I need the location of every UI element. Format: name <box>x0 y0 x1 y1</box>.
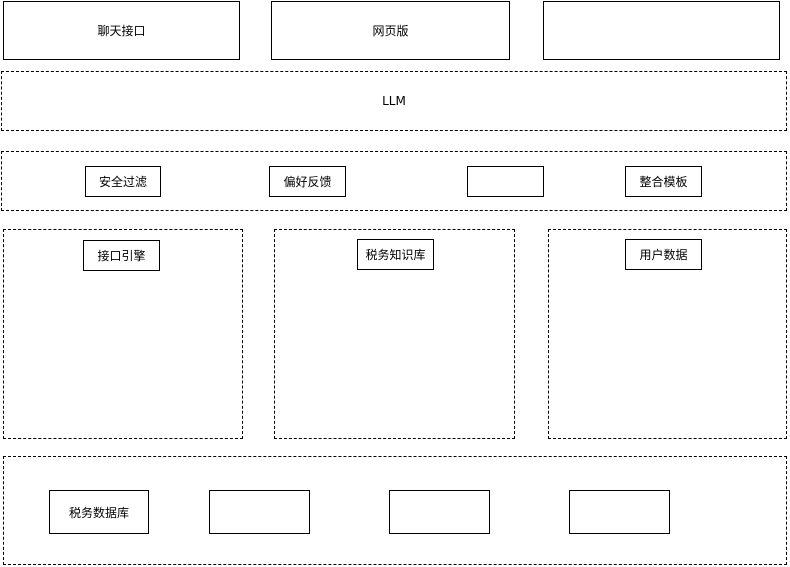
preference-feedback-box: 偏好反馈 <box>269 166 346 197</box>
user-data-region <box>548 229 787 439</box>
user-data-label: 用户数据 <box>639 248 688 262</box>
data-blank-box-1 <box>209 490 310 534</box>
integration-template-label: 整合模板 <box>639 175 688 189</box>
tax-knowledge-region <box>274 229 515 439</box>
processing-blank-box <box>467 166 544 197</box>
interface-engine-box: 接口引擎 <box>83 240 160 271</box>
chat-interface-label: 聊天接口 <box>97 24 146 38</box>
tax-knowledge-base-box: 税务知识库 <box>357 239 434 270</box>
llm-layer <box>1 71 787 131</box>
tax-database-label: 税务数据库 <box>68 505 129 520</box>
processing-layer <box>1 151 787 211</box>
tax-database-box: 税务数据库 <box>49 490 149 534</box>
llm-label: LLM <box>382 94 406 108</box>
top-blank-box <box>543 1 780 60</box>
chat-interface-box: 聊天接口 <box>3 1 240 60</box>
preference-feedback-label: 偏好反馈 <box>283 175 332 189</box>
data-layer <box>3 456 787 565</box>
interface-engine-region <box>3 229 243 439</box>
web-version-box: 网页版 <box>271 1 510 60</box>
security-filter-label: 安全过滤 <box>98 175 147 189</box>
web-version-label: 网页版 <box>372 24 409 38</box>
data-blank-box-2 <box>389 490 490 534</box>
user-data-box: 用户数据 <box>625 239 702 270</box>
tax-knowledge-base-label: 税务知识库 <box>365 248 426 262</box>
data-blank-box-3 <box>569 490 670 534</box>
security-filter-box: 安全过滤 <box>85 166 161 197</box>
interface-engine-label: 接口引擎 <box>97 249 146 263</box>
integration-template-box: 整合模板 <box>625 166 702 197</box>
